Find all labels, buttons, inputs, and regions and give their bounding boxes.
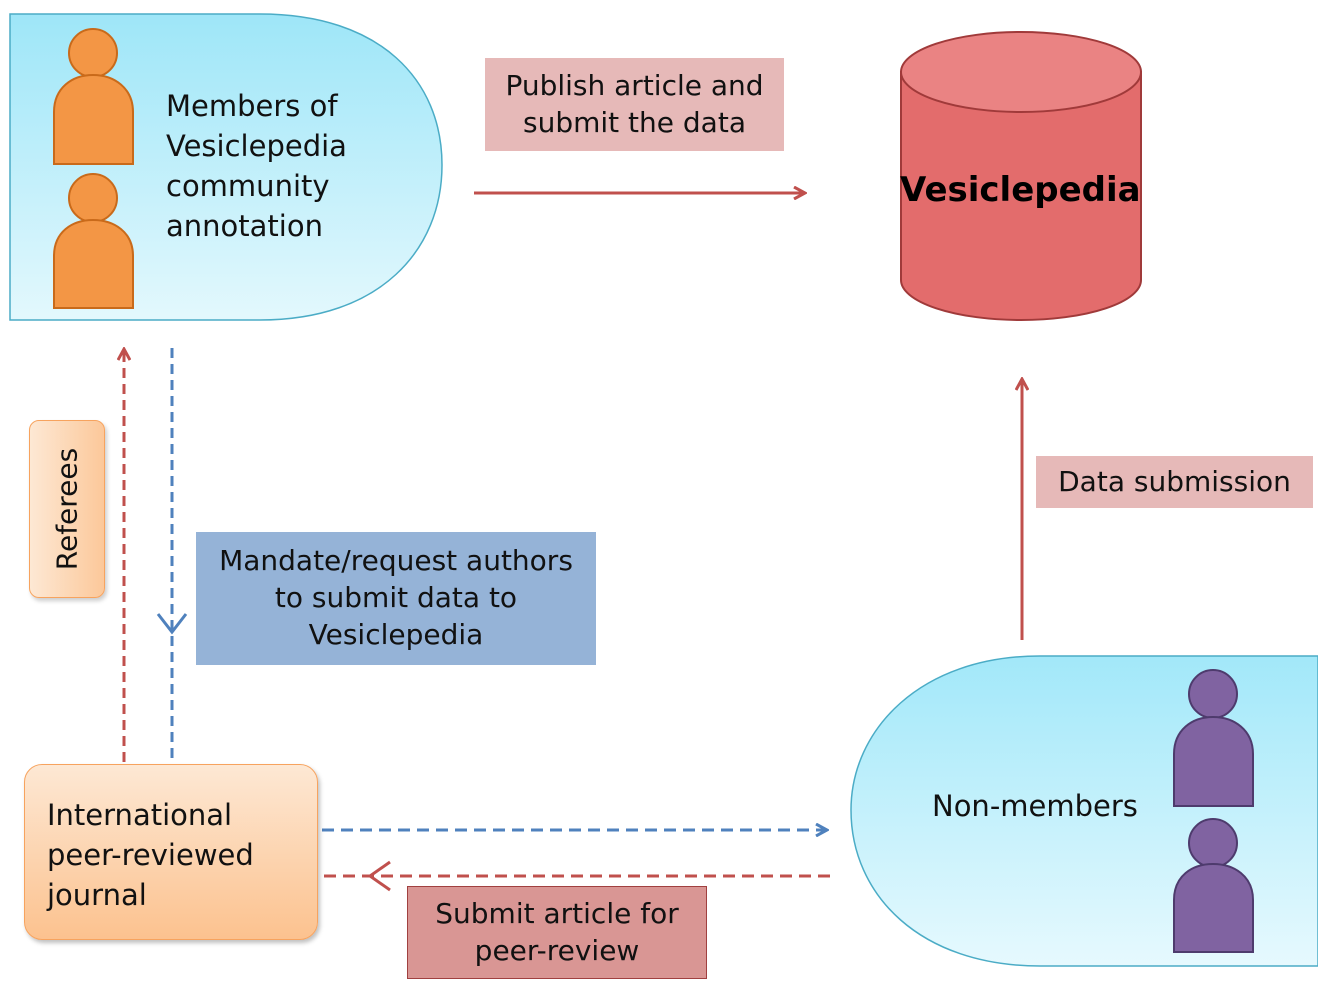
data-submission-edge-label: Data submission [1036, 456, 1313, 508]
non-members-label: Non-members [932, 789, 1138, 823]
database-label: Vesiclepedia [900, 170, 1141, 210]
publish-edge-label: Publish article and submit the data [485, 58, 784, 151]
members-group-label: Members of Vesiclepedia community annota… [166, 89, 347, 243]
mandate-arrowhead-icon [156, 613, 188, 635]
referees-text: Referees [50, 447, 84, 571]
submit-article-arrowhead-icon [367, 860, 391, 892]
referees-edge-label: Referees [29, 420, 105, 598]
mandate-edge-label: Mandate/request authors to submit data t… [196, 532, 596, 665]
non-member-person-icon [1173, 669, 1254, 807]
journal-node: International peer-reviewed journal [24, 764, 318, 940]
member-person-icon [53, 173, 134, 309]
submit-article-edge-label: Submit article for peer-review [407, 886, 707, 979]
non-member-person-icon [1173, 818, 1254, 953]
member-person-icon [53, 28, 134, 165]
journal-label: International peer-reviewed journal [47, 798, 254, 912]
database-cylinder-icon [900, 31, 1142, 321]
